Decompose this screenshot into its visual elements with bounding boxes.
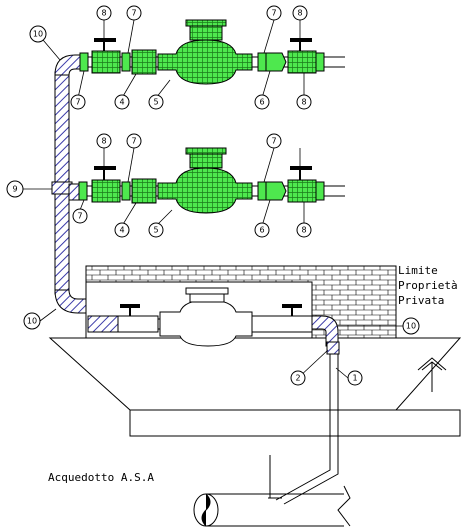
callout-2-label: 2 <box>295 374 300 383</box>
callout-7-middle-c: 7 <box>72 208 88 224</box>
callout-4-middle: 4 <box>114 222 130 238</box>
callout-5-middle-label: 5 <box>153 226 158 235</box>
callout-7-middle-b: 7 <box>266 133 282 149</box>
callout-6-middle-label: 6 <box>259 226 264 235</box>
riser-pipe <box>51 54 89 314</box>
leader-lines <box>22 19 404 379</box>
callouts: 10 8 7 7 8 7 4 5 6 8 9 8 7 7 7 4 5 6 8 1… <box>6 5 420 386</box>
callout-6-middle: 6 <box>254 222 270 238</box>
callout-5-upper-label: 5 <box>153 98 158 107</box>
callout-7-middle-a: 7 <box>126 133 142 149</box>
callout-7-upper-b-label: 7 <box>271 9 276 18</box>
limit-label-line3: Privata <box>398 294 444 307</box>
callout-5-middle: 5 <box>148 222 164 238</box>
callout-1-label: 1 <box>352 374 357 383</box>
callout-8-upper-right-label: 8 <box>297 9 302 18</box>
callout-8-upper-b: 8 <box>296 94 312 110</box>
callout-7-upper-a: 7 <box>126 5 142 21</box>
callout-4-upper: 4 <box>114 94 130 110</box>
callout-7-middle-c-label: 7 <box>77 212 82 221</box>
callout-1: 1 <box>347 370 363 386</box>
callout-7-upper-a-label: 7 <box>131 9 136 18</box>
callout-7-middle-a-label: 7 <box>131 137 136 146</box>
callout-8-upper-left: 8 <box>96 5 112 21</box>
meter-assembly-upper <box>79 19 345 85</box>
callout-10-bottom-left: 10 <box>23 312 41 330</box>
main-pipe <box>193 485 351 527</box>
callout-4-middle-label: 4 <box>119 226 124 235</box>
callout-10-top-label: 10 <box>33 30 43 39</box>
callout-10-top: 10 <box>29 25 47 43</box>
callout-5-upper: 5 <box>148 94 164 110</box>
ground-symbol <box>417 357 447 392</box>
callout-9: 9 <box>6 180 24 198</box>
callout-2: 2 <box>290 370 306 386</box>
callout-8-middle-left: 8 <box>96 133 112 149</box>
meter-assembly-middle <box>78 147 345 214</box>
callout-9-label: 9 <box>12 185 17 194</box>
callout-7-upper-b: 7 <box>266 5 282 21</box>
callout-7-upper-c-label: 7 <box>75 98 80 107</box>
limit-label-line2: Proprietà <box>398 279 458 292</box>
callout-6-upper: 6 <box>254 94 270 110</box>
aqueduct-label: Acquedotto A.S.A <box>48 471 154 484</box>
callout-7-upper-c: 7 <box>70 94 86 110</box>
meter-assembly-lower <box>87 287 340 355</box>
callout-8-upper-left-label: 8 <box>101 9 106 18</box>
callout-10-bottom-right-label: 10 <box>406 322 416 331</box>
callout-8-middle-right: 8 <box>296 222 312 238</box>
limit-label-line1: Limite <box>398 264 438 277</box>
callout-10-bottom-right: 10 <box>402 317 420 335</box>
callout-8-middle-left-label: 8 <box>101 137 106 146</box>
callout-7-middle-b-label: 7 <box>271 137 276 146</box>
callout-6-upper-label: 6 <box>259 98 264 107</box>
callout-8-middle-right-label: 8 <box>301 226 306 235</box>
callout-10-bottom-left-label: 10 <box>27 317 37 326</box>
callout-8-upper-b-label: 8 <box>301 98 306 107</box>
callout-4-upper-label: 4 <box>119 98 124 107</box>
callout-8-upper-right: 8 <box>292 5 308 21</box>
